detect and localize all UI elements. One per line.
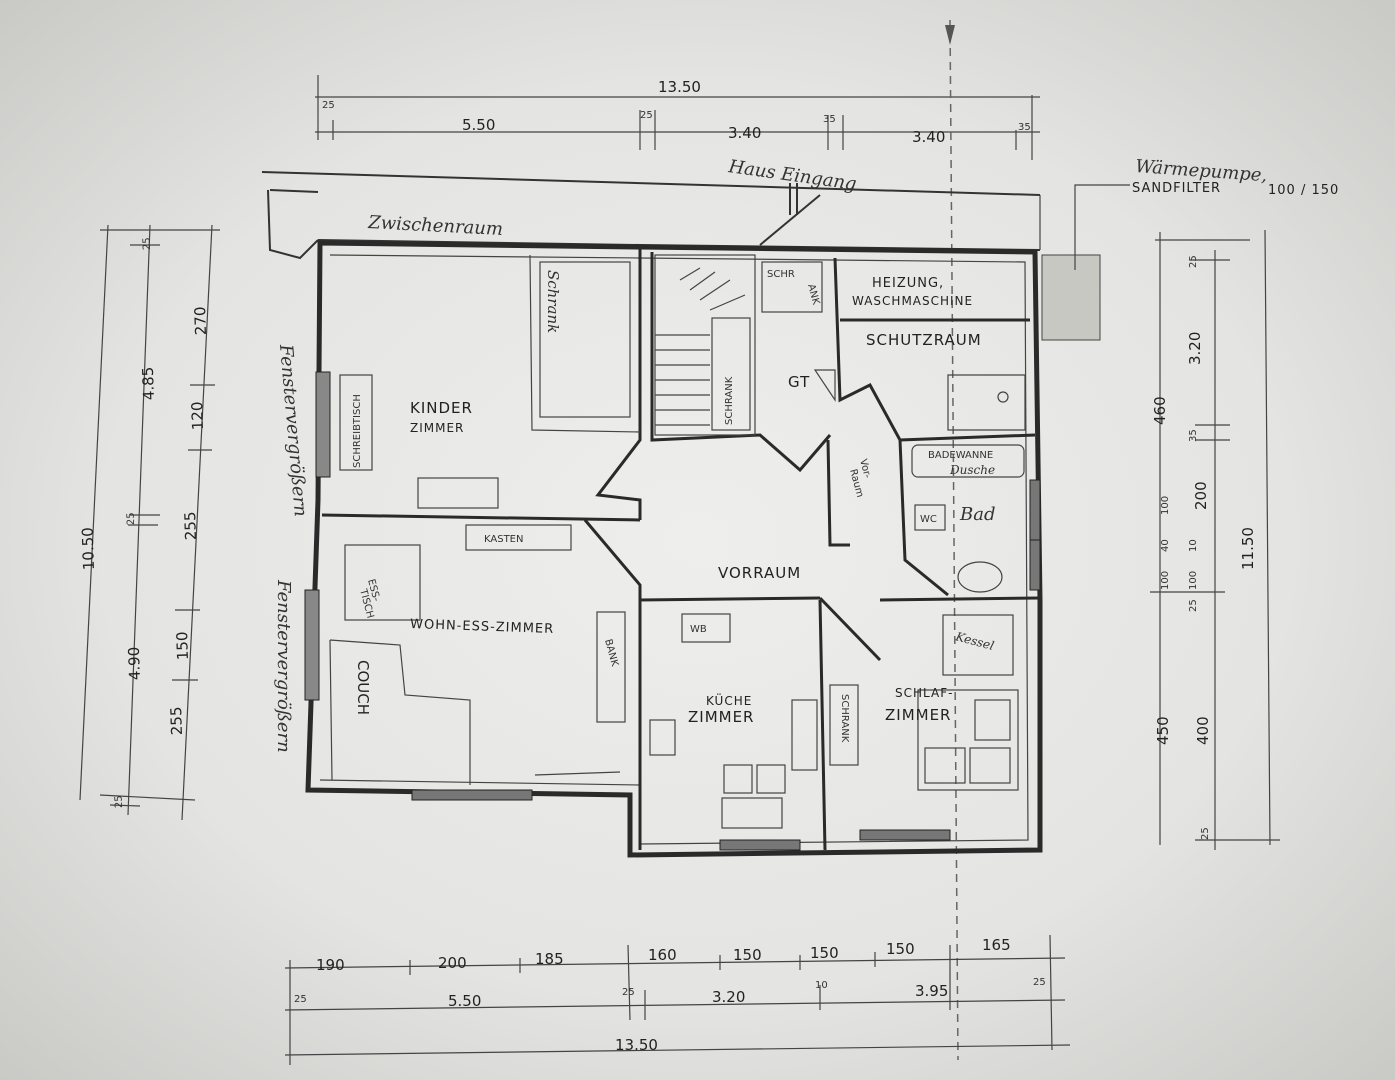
left-mid-dim-0: 4.85 <box>139 366 158 400</box>
left-dimension-chain: 10.50 4.85 25 4.90 25 25 270 120 255 150… <box>79 224 220 821</box>
right-mid-dim-0: 460 <box>1151 396 1169 425</box>
bottom-dimension-chain: 190 200 185 160 150 150 150 165 25 5.50 … <box>284 934 1071 1065</box>
bottom-row2-dim-5: 3.95 <box>915 982 948 1000</box>
gt-label: GT <box>788 373 810 391</box>
haus-eingang-label: Haus Eingang <box>726 156 858 195</box>
bottom-row2-dim-2: 25 <box>622 987 635 998</box>
bottom-total-dimension: 13.50 <box>615 1036 658 1054</box>
sandfilter-label: SANDFILTER <box>1132 181 1221 196</box>
left-mid-dim-2: 4.90 <box>125 646 144 680</box>
top-dim-0: 25 <box>322 100 335 111</box>
axis-marker <box>945 25 955 45</box>
bottom-row2-dim-6: 25 <box>1033 977 1046 988</box>
interior-walls <box>321 247 1041 851</box>
wb-label: WB <box>690 624 707 635</box>
right-dimension-chain: 11.50 460 450 25 3.20 35 200 100 40 10 1… <box>1150 229 1280 850</box>
right-inner-dim-9: 25 <box>1188 599 1199 612</box>
schutzraum-label: SCHUTZRAUM <box>866 331 982 349</box>
left-outer-dimension: 10.50 <box>79 527 98 571</box>
right-inner-dim-2: 35 <box>1188 429 1199 442</box>
zwischenraum-label: Zwischenraum <box>367 212 504 240</box>
sandfilter-size-label: 100 / 150 <box>1268 183 1339 198</box>
schrank-top-label: SCHR <box>767 269 795 280</box>
top-dim-3: 3.40 <box>728 124 761 142</box>
bad-label: Bad <box>959 504 995 525</box>
right-inner-dim-1: 3.20 <box>1186 332 1204 365</box>
right-mid-dim-1: 450 <box>1154 716 1172 745</box>
right-inner-dim-7: 100 <box>1160 571 1171 590</box>
fenster-vergroessern-label-1: Fenstervergrößern <box>275 343 311 518</box>
kessel-label: Kessel <box>953 629 995 653</box>
top-dim-1: 5.50 <box>462 116 495 134</box>
left-inner-dim-0: 25 <box>142 237 153 250</box>
couch-label: COUCH <box>354 660 372 715</box>
kinderzimmer-label-2: ZIMMER <box>410 421 464 435</box>
right-inner-dim-8: 100 <box>1188 571 1199 590</box>
furniture: SCHREIBTISCH Schrank KASTEN ESS- TISCH C… <box>329 184 1130 829</box>
top-total-dimension: 13.50 <box>658 78 701 96</box>
heizung-label-1: HEIZUNG, <box>872 276 944 291</box>
right-inner-dim-5: 40 <box>1160 539 1171 552</box>
vorraum-label: VORRAUM <box>718 564 801 582</box>
left-inner-dim-2: 120 <box>188 401 207 430</box>
right-inner-dim-6: 10 <box>1188 539 1199 552</box>
kueche-label-1: KÜCHE <box>706 692 752 708</box>
bank-label: BANK <box>602 638 620 668</box>
badewanne-label-1: BADEWANNE <box>928 450 993 461</box>
right-inner-dim-0: 25 <box>1188 255 1199 268</box>
schlafzimmer-label-2: ZIMMER <box>885 706 951 724</box>
right-inner-dim-11: 25 <box>1200 827 1211 840</box>
left-inner-dim-3: 255 <box>181 511 200 540</box>
bottom-row1-dim-1: 200 <box>438 954 467 972</box>
top-dimension-chain: 13.50 25 5.50 25 3.40 35 3.40 35 <box>315 75 1040 160</box>
bottom-row2-dim-4: 10 <box>815 980 828 991</box>
schlafzimmer-label-1: SCHLAF- <box>895 686 953 700</box>
kinder-schrank-label: Schrank <box>544 270 562 333</box>
bottom-row1-dim-5: 150 <box>810 944 839 962</box>
schlaf-schrank-label: SCHRANK <box>839 694 850 743</box>
wohn-ess-label: WOHN-ESS-ZIMMER <box>410 617 555 637</box>
schreibtisch-label: SCHREIBTISCH <box>352 394 363 468</box>
heizung-label-2: WASCHMASCHINE <box>852 294 973 308</box>
left-inner-dim-4: 150 <box>173 631 192 660</box>
bottom-row1-dim-3: 160 <box>648 946 677 964</box>
bottom-row2-dim-3: 3.20 <box>712 988 745 1006</box>
top-dim-5: 3.40 <box>912 128 945 146</box>
kinderzimmer-label-1: KINDER <box>410 399 473 417</box>
left-mid-dim-1: 25 <box>126 512 137 525</box>
vorraum-small-label-1: Vor- <box>857 458 873 480</box>
wc-label: WC <box>920 514 937 525</box>
axis-line <box>949 19 959 1061</box>
kasten-label: KASTEN <box>484 534 523 545</box>
room-labels: KINDER ZIMMER WOHN-ESS-ZIMMER VORRAUM KÜ… <box>410 276 996 726</box>
bottom-row1-dim-2: 185 <box>535 950 564 968</box>
bottom-row1-dim-0: 190 <box>316 956 345 974</box>
kueche-label-2: ZIMMER <box>688 708 754 726</box>
stair-schrank-label: SCHRANK <box>724 376 735 425</box>
right-inner-dim-4: 100 <box>1160 496 1171 515</box>
fenster-vergroessern-label-2: Fenstervergrößern <box>273 579 294 753</box>
bottom-row1-dim-6: 150 <box>886 940 915 958</box>
top-dim-2: 25 <box>640 110 653 121</box>
bottom-row1-dim-4: 150 <box>733 946 762 964</box>
windows <box>304 371 1041 851</box>
bottom-row2-dim-0: 25 <box>294 994 307 1005</box>
schrank-side-label: ANK <box>805 283 821 306</box>
left-inner-dim-1: 270 <box>191 306 210 335</box>
left-inner-dim-5: 255 <box>167 706 186 735</box>
badewanne-label-2: Dusche <box>949 463 995 477</box>
bottom-row1-dim-7: 165 <box>982 936 1011 954</box>
right-inner-dim-10: 400 <box>1194 716 1212 745</box>
top-dim-4: 35 <box>823 114 836 125</box>
top-dim-6: 35 <box>1018 122 1031 133</box>
left-mid-dim-3: 25 <box>114 795 125 808</box>
right-outer-dimension: 11.50 <box>1239 527 1257 570</box>
staircase: SCHRANK <box>654 254 756 436</box>
bottom-row2-dim-1: 5.50 <box>448 992 481 1010</box>
right-inner-dim-3: 200 <box>1192 481 1210 510</box>
